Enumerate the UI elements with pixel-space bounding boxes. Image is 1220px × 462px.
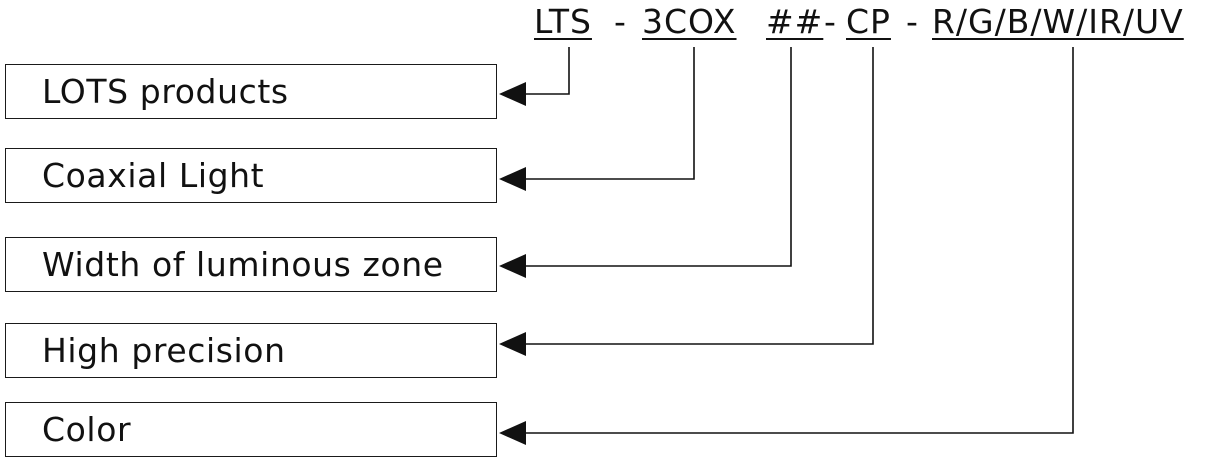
code-separator: - <box>614 2 627 41</box>
code-part-precision: CP <box>846 2 891 41</box>
code-separator: - <box>824 2 837 41</box>
connector-line-high-precision <box>524 47 874 345</box>
code-separator: - <box>906 2 919 41</box>
arrowhead-icon <box>499 421 526 445</box>
label-text: LOTS products <box>42 72 289 111</box>
arrowhead-icon <box>499 254 526 278</box>
label-text: Width of luminous zone <box>42 245 444 284</box>
label-text: Coaxial Light <box>42 156 265 195</box>
connector-line-color <box>524 47 1074 434</box>
label-box-width-of-luminous-zone: Width of luminous zone <box>5 237 497 292</box>
connector-line-lots-products <box>524 47 570 95</box>
arrowhead-icon <box>499 332 526 356</box>
arrowhead-icon <box>499 167 526 191</box>
connector-line-coaxial-light <box>524 47 695 180</box>
code-part-series: LTS <box>534 2 592 41</box>
arrowhead-icon <box>499 82 526 106</box>
label-text: High precision <box>42 331 286 370</box>
label-box-coaxial-light: Coaxial Light <box>5 148 497 203</box>
label-box-color: Color <box>5 402 497 457</box>
code-part-width: ## <box>766 2 824 41</box>
code-part-color: R/G/B/W/IR/UV <box>932 2 1184 41</box>
connector-line-width-of-luminous-zone <box>524 47 792 267</box>
code-part-type: 3COX <box>642 2 737 41</box>
label-box-high-precision: High precision <box>5 323 497 378</box>
label-text: Color <box>42 410 132 449</box>
label-box-lots-products: LOTS products <box>5 64 497 119</box>
